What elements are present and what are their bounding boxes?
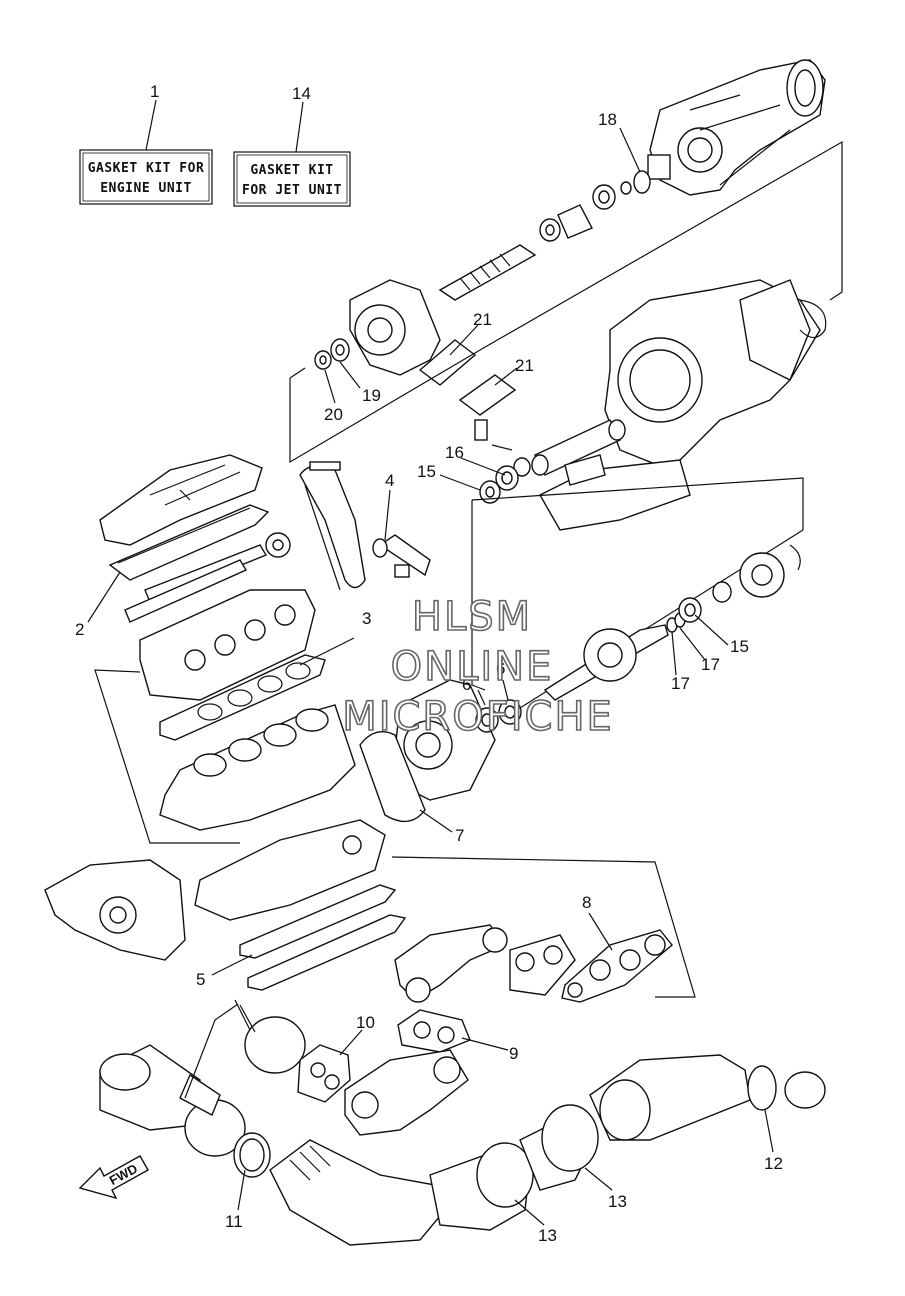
exhaust-hose <box>269 1139 446 1246</box>
clamp-band <box>234 999 306 1074</box>
kit-box-jet: 14 GASKET KIT FOR JET UNIT <box>233 84 351 207</box>
fwd-arrow-icon: FWD <box>78 1155 149 1200</box>
callout-13a: 13 <box>608 1192 627 1211</box>
callout-8: 8 <box>582 893 591 912</box>
callout-6a: 6 <box>462 675 471 694</box>
head-gasket-3 <box>159 654 326 741</box>
callout-15a: 15 <box>417 462 436 481</box>
drive-shaft-jet <box>438 204 593 301</box>
callout-15b: 15 <box>730 637 749 656</box>
callout-2: 2 <box>75 620 84 639</box>
jet-duct-housing <box>604 279 827 471</box>
valve-cover <box>99 454 263 546</box>
callout-3: 3 <box>362 609 371 628</box>
exhaust-pipe-2 <box>344 1049 469 1136</box>
callout-7: 7 <box>455 826 464 845</box>
callout-5: 5 <box>196 970 205 989</box>
engine-bracket-lines <box>94 669 696 998</box>
callout-20: 20 <box>324 405 343 424</box>
sleeve-and-bracket <box>479 419 691 531</box>
callout-10: 10 <box>356 1013 375 1032</box>
callout-numbers: 2 3 4 5 6 6 7 8 9 10 11 12 13 13 15 15 1… <box>75 110 783 1245</box>
kit-label-line1: GASKET KIT FOR <box>88 161 205 176</box>
jet-oring-18 <box>592 170 651 210</box>
exhaust-gasket-9 <box>397 1009 471 1053</box>
callout-13b: 13 <box>538 1226 557 1245</box>
callout-leaders <box>87 127 774 1226</box>
crankcase-gasket-5 <box>239 884 407 991</box>
kit-number-14: 14 <box>292 84 311 103</box>
exhaust-bracket-lines <box>184 1003 239 1099</box>
exhaust-manifold <box>394 924 576 1003</box>
callout-11: 11 <box>225 1212 243 1231</box>
callout-6b: 6 <box>496 659 505 678</box>
magneto-cover-7 <box>359 679 496 823</box>
valve-cover-gasket-2 <box>108 504 270 581</box>
cylinder-block <box>159 704 356 831</box>
callout-18: 18 <box>598 110 617 129</box>
exhaust-gasket-8 <box>561 929 673 1003</box>
watermark-line1: HLSM <box>412 594 532 640</box>
oil-seals-6 <box>475 699 522 733</box>
callout-4: 4 <box>385 471 394 490</box>
watermark-line2: ONLINE <box>391 644 554 690</box>
kit-label-line1: GASKET KIT <box>250 163 333 178</box>
watermark-line3: MICROFICHE <box>342 694 614 740</box>
callout-17a: 17 <box>701 655 720 674</box>
callout-21a: 21 <box>473 310 492 329</box>
muffler-front <box>99 1044 246 1157</box>
seal-ring-11 <box>233 1132 271 1178</box>
callout-17b: 17 <box>671 674 690 693</box>
cylinder-head <box>139 589 316 701</box>
camshafts <box>124 532 291 623</box>
gasket-plates-21 <box>418 339 517 451</box>
exhaust-gasket-10 <box>297 1044 351 1103</box>
callout-12: 12 <box>764 1154 783 1173</box>
coupler-shaft <box>543 544 801 701</box>
callout-19: 19 <box>362 386 381 405</box>
intermediate-housing <box>314 279 441 376</box>
callout-9: 9 <box>509 1044 518 1063</box>
water-pump-part-4 <box>372 534 431 578</box>
kit-label-line2: ENGINE UNIT <box>100 181 192 196</box>
kit-box-engine: 1 GASKET KIT FOR ENGINE UNIT <box>79 82 213 205</box>
callout-21b: 21 <box>515 356 534 375</box>
water-box <box>429 1104 599 1231</box>
callout-16: 16 <box>445 443 464 462</box>
jet-pump-housing <box>647 59 826 196</box>
timing-chain <box>299 461 366 591</box>
watermark: HLSM ONLINE MICROFICHE <box>341 593 614 741</box>
kit-number-1: 1 <box>150 82 159 101</box>
kit-label-line2: FOR JET UNIT <box>242 183 342 198</box>
crankcase <box>194 819 386 921</box>
side-cover-left <box>44 859 186 961</box>
tail-pipe <box>589 1054 826 1141</box>
